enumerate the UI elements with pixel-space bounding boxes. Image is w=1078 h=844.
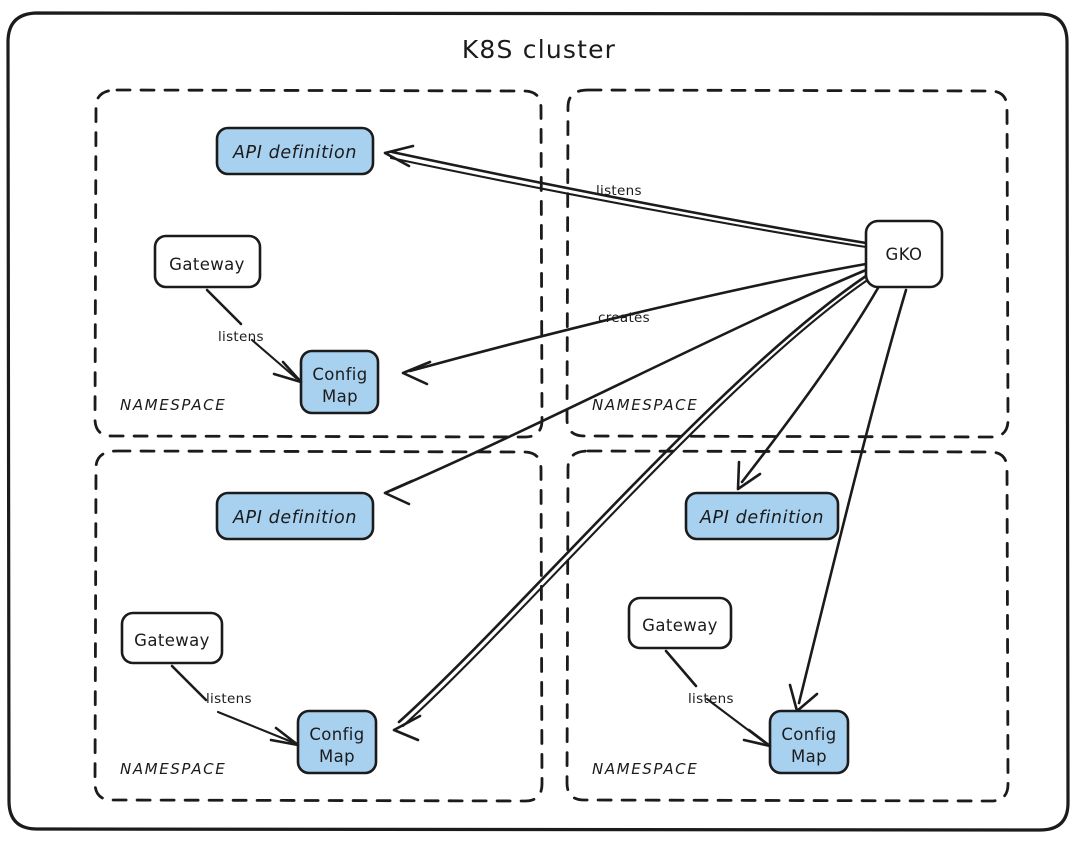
node-label-line2: Map [322, 387, 358, 406]
cross-edges [383, 144, 908, 742]
namespace-label: NAMESPACE [120, 760, 226, 778]
node-label-line1: Config [781, 725, 836, 744]
edge-gko-to-api-def-1 [383, 144, 868, 249]
edge-gko-to-configmap-1 [401, 262, 868, 386]
edge-label-listens: listens [688, 691, 734, 707]
node-api-def-2[interactable]: API definition [215, 491, 375, 541]
node-gko[interactable]: GKO [864, 219, 944, 289]
edge-label-listens: listens [206, 691, 252, 707]
node-api-def-1[interactable]: API definition [215, 126, 375, 176]
node-label-line2: Map [319, 747, 355, 766]
node-configmap-1[interactable]: Config Map [299, 349, 380, 415]
node-label: API definition [232, 508, 357, 528]
node-label-line1: Config [312, 365, 367, 384]
namespace-label: NAMESPACE [592, 760, 698, 778]
edge-gateway-2-to-configmap-2: listens [170, 664, 300, 747]
node-label: Gateway [642, 616, 718, 635]
node-label: API definition [232, 143, 357, 163]
node-label-line2: Map [791, 747, 827, 766]
node-label: Gateway [169, 255, 245, 274]
node-configmap-3[interactable]: Config Map [768, 709, 850, 775]
node-gateway-3[interactable]: Gateway [627, 596, 733, 650]
node-api-def-3[interactable]: API definition [684, 491, 840, 541]
edge-gko-to-configmap-2 [392, 274, 871, 742]
cluster-title: K8S cluster [462, 35, 616, 64]
edge-label-listens: listens [218, 329, 264, 345]
cluster-container [6, 11, 1070, 832]
edge-gko-to-api-def-2 [383, 268, 868, 506]
node-label: API definition [699, 508, 824, 528]
namespace-label: NAMESPACE [120, 396, 226, 414]
namespace-label: NAMESPACE [592, 396, 698, 414]
namespace-bottom-right: NAMESPACE [565, 449, 1010, 803]
node-gateway-2[interactable]: Gateway [120, 611, 224, 665]
edge-gko-to-api-def-3 [736, 286, 880, 491]
node-gateway-1[interactable]: Gateway [153, 234, 262, 289]
namespace-top-right: NAMESPACE [565, 88, 1010, 439]
namespace-bottom-left: NAMESPACE [93, 449, 544, 803]
node-configmap-2[interactable]: Config Map [296, 709, 378, 775]
edge-gko-to-configmap-3 [788, 288, 908, 713]
edge-gateway-3-to-configmap-3: listens [664, 649, 772, 748]
node-label: Gateway [134, 631, 210, 650]
namespace-top-left: NAMESPACE [93, 88, 544, 439]
node-label: GKO [886, 245, 923, 264]
edge-label-listens-gko-api: listens [596, 183, 642, 199]
node-label-line1: Config [309, 725, 364, 744]
edge-label-creates-gko-configmap: creates [598, 310, 650, 326]
edge-gateway-1-to-configmap-1: listens [205, 288, 303, 384]
